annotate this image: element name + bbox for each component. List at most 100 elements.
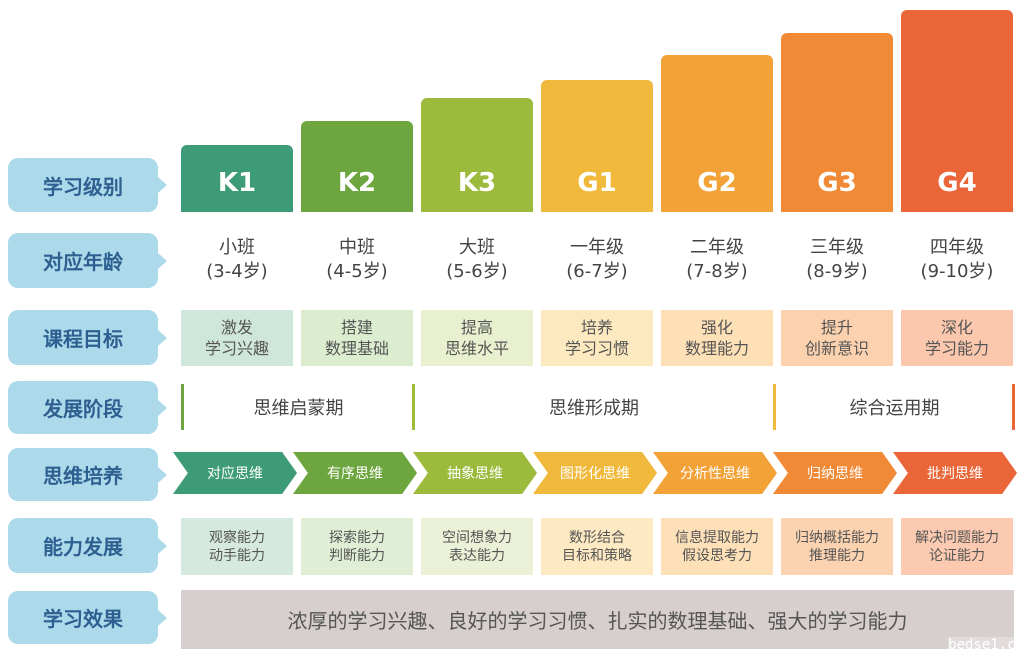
age-cell: 三年级 (8-9岁) (781, 236, 893, 284)
age-range: (5-6岁) (446, 261, 508, 282)
grade: 三年级 (810, 237, 864, 258)
stage-enlightenment: 思维启蒙期 (253, 398, 344, 419)
thinking-chevron: 归纳思维 (773, 452, 897, 494)
ability-cell: 归纳概括能力推理能力 (781, 518, 893, 575)
goal-line: 数理能力 (684, 339, 749, 358)
thinking-chevron: 分析性思维 (653, 452, 777, 494)
level-name: G1 (577, 168, 617, 198)
thinking-label: 有序思维 (327, 466, 383, 482)
level-bar: K2 (301, 121, 413, 212)
row-label: 思维培养 (8, 448, 167, 501)
ability-line: 归纳概括能力 (795, 529, 879, 546)
ability-line: 信息提取能力 (675, 529, 759, 546)
goal-cell: 激发学习兴趣 (181, 310, 293, 366)
grade: 一年级 (570, 237, 624, 258)
goal-cell: 提高思维水平 (421, 310, 533, 366)
ability-line: 空间想象力 (442, 529, 512, 546)
ability-line: 判断能力 (329, 547, 385, 564)
goal-line: 强化 (700, 318, 733, 337)
goal-line: 学习能力 (924, 339, 989, 358)
age-cell: 中班 (4-5岁) (301, 236, 413, 284)
stage-formation: 思维形成期 (549, 398, 639, 419)
grade: 大班 (459, 237, 495, 258)
grade: 二年级 (690, 237, 744, 258)
level-name: K3 (457, 168, 497, 198)
goal-cell: 强化数理能力 (661, 310, 773, 366)
ability-line: 数形结合 (569, 529, 625, 546)
ability-line: 目标和策略 (562, 547, 632, 564)
row-label: 能力发展 (8, 518, 167, 573)
age-range: (8-9岁) (806, 261, 868, 282)
goal-cell: 提升创新意识 (781, 310, 893, 366)
stage-divider (773, 384, 776, 430)
level-bar: G3 (781, 33, 893, 212)
row-label: 课程目标 (8, 310, 167, 365)
stage-divider (1012, 384, 1015, 430)
goal-line: 数理基础 (324, 339, 389, 358)
level-bar: G1 (541, 80, 653, 212)
goal-line: 创新意识 (804, 339, 869, 358)
goal-cell: 培养学习习惯 (541, 310, 653, 366)
goal-line: 学习习惯 (564, 339, 629, 358)
level-name: K1 (217, 168, 257, 198)
thinking-label: 抽象思维 (447, 466, 503, 482)
ability-line: 观察能力 (209, 529, 265, 546)
age-cell: 四年级 (9-10岁) (901, 236, 1013, 284)
ability-line: 表达能力 (449, 547, 505, 564)
ability-line: 探索能力 (329, 529, 385, 546)
ability-cell: 数形结合目标和策略 (541, 518, 653, 575)
goal-line: 学习兴趣 (204, 339, 269, 358)
ability-cell: 空间想象力表达能力 (421, 518, 533, 575)
thinking-label: 对应思维 (207, 466, 263, 482)
ability-line: 论证能力 (929, 547, 985, 564)
thinking-label: 分析性思维 (680, 466, 750, 482)
ability-cell: 探索能力判断能力 (301, 518, 413, 575)
goal-cell: 深化学习能力 (901, 310, 1013, 366)
grade: 中班 (339, 237, 375, 258)
age-cell: 小班 (3-4岁) (181, 236, 293, 284)
ability-line: 假设思考力 (682, 547, 752, 564)
age-cell: 一年级 (6-7岁) (541, 236, 653, 284)
ability-cell: 解决问题能力论证能力 (901, 518, 1013, 575)
ability-cell: 观察能力动手能力 (181, 518, 293, 575)
age-range: (9-10岁) (920, 261, 994, 282)
goal-line: 培养 (580, 318, 613, 337)
level-name: G4 (937, 168, 977, 198)
ability-line: 动手能力 (209, 547, 265, 564)
level-bar: G2 (661, 55, 773, 212)
row-label: 发展阶段 (8, 381, 167, 434)
age-range: (7-8岁) (686, 261, 748, 282)
level-bar: K1 (181, 145, 293, 212)
level-name: G2 (697, 168, 737, 198)
goal-line: 激发 (220, 318, 253, 337)
thinking-chevron: 抽象思维 (413, 452, 537, 494)
age-range: (3-4岁) (206, 261, 268, 282)
thinking-chevron: 对应思维 (173, 452, 297, 494)
level-bar: G4 (901, 10, 1013, 212)
level-name: G3 (817, 168, 857, 198)
goal-cell: 搭建数理基础 (301, 310, 413, 366)
thinking-chevron: 批判思维 (893, 452, 1017, 494)
goal-line: 搭建 (340, 318, 373, 337)
stage-divider (181, 384, 184, 430)
row-label: 对应年龄 (8, 233, 167, 288)
stage-application: 综合运用期 (849, 398, 940, 419)
ability-cell: 信息提取能力假设思考力 (661, 518, 773, 575)
age-cell: 大班 (5-6岁) (421, 236, 533, 284)
age-range: (4-5岁) (326, 261, 388, 282)
ability-line: 解决问题能力 (915, 529, 999, 546)
goal-line: 思维水平 (444, 339, 509, 358)
goal-line: 深化 (940, 318, 973, 337)
row-label: 学习级别 (8, 158, 167, 212)
grade: 小班 (219, 237, 255, 258)
thinking-label: 图形化思维 (560, 466, 630, 482)
thinking-label: 归纳思维 (807, 466, 863, 482)
level-name: K2 (337, 168, 377, 198)
row-label: 学习效果 (8, 591, 167, 644)
learning-effect: 浓厚的学习兴趣、良好的学习习惯、扎实的数理基础、强大的学习能力 (181, 590, 1014, 649)
thinking-chevron: 有序思维 (293, 452, 417, 494)
goal-line: 提升 (820, 318, 853, 337)
grade: 四年级 (930, 237, 984, 258)
goal-line: 提高 (460, 318, 493, 337)
age-range: (6-7岁) (566, 261, 628, 282)
